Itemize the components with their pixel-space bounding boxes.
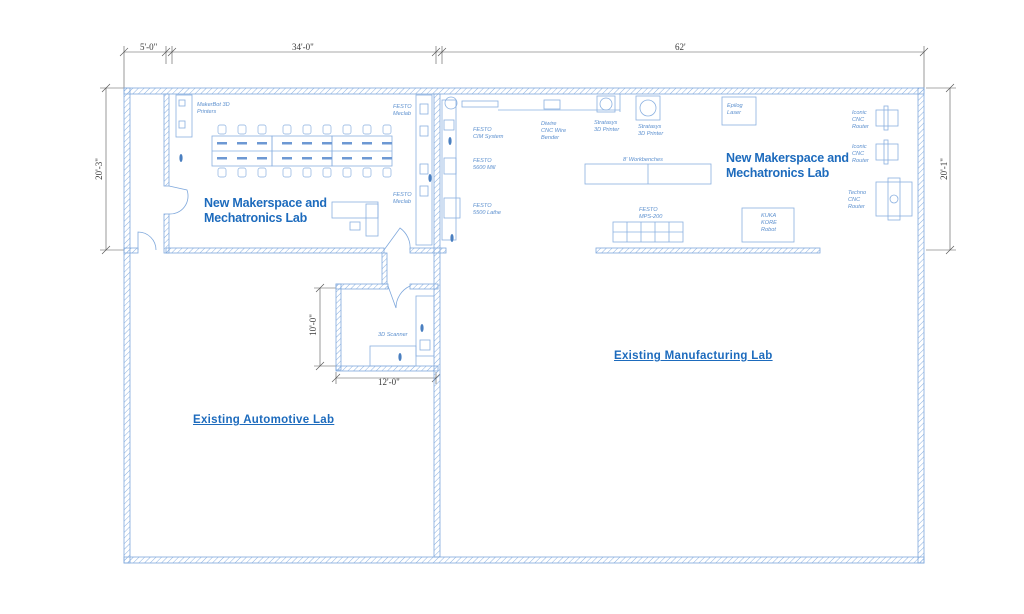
chair xyxy=(217,167,227,178)
monitor xyxy=(282,157,292,160)
chair xyxy=(322,124,332,135)
room-label-manufacturing: Existing Manufacturing Lab xyxy=(614,350,773,362)
chair xyxy=(257,167,267,178)
chair xyxy=(237,167,247,178)
chair xyxy=(382,167,392,178)
person-marker xyxy=(450,234,454,242)
monitor xyxy=(362,157,372,160)
monitor xyxy=(217,157,227,160)
dimension-right-height: 20'-1" xyxy=(938,158,949,180)
label-festo-mill: FESTO 5600 Mill xyxy=(473,158,496,171)
person-marker xyxy=(398,353,402,361)
monitor xyxy=(322,157,332,160)
dimension-top-right: 62' xyxy=(675,42,686,52)
monitor xyxy=(302,157,312,160)
person-markers xyxy=(179,137,454,361)
label-makerbot: MakerBot 3D Printers xyxy=(197,102,230,115)
label-scanner: 3D Scanner xyxy=(378,332,408,338)
dimension-scanner-height: 10'-0" xyxy=(307,314,318,336)
label-festo-cim: FESTO CIM System xyxy=(473,127,504,140)
label-techno: Techno CNC Router xyxy=(848,190,867,210)
chair xyxy=(237,124,247,135)
chair xyxy=(257,124,267,135)
label-festo-meclab-1: FESTO Meclab xyxy=(393,104,412,117)
monitor xyxy=(362,142,372,145)
chair xyxy=(362,124,372,135)
exterior-walls xyxy=(123,87,925,564)
chair xyxy=(282,167,292,178)
monitor xyxy=(237,157,247,160)
monitor xyxy=(217,142,227,145)
person-marker xyxy=(428,174,432,182)
chair xyxy=(382,124,392,135)
interior-walls xyxy=(123,93,821,558)
label-kuka: KUKA KORE Robot xyxy=(761,213,777,233)
label-iconic-2: Iconic CNC Router xyxy=(852,144,869,164)
label-workbenches: 8' Workbenches xyxy=(623,157,663,163)
room-label-automotive: Existing Automotive Lab xyxy=(193,414,335,426)
chair xyxy=(217,124,227,135)
chair xyxy=(342,124,352,135)
label-diwire: Diwire CNC Wire Bender xyxy=(541,121,567,141)
monitor xyxy=(342,157,352,160)
chair xyxy=(302,167,312,178)
dimension-lines xyxy=(100,46,956,384)
chair xyxy=(322,167,332,178)
label-festo-mps: FESTO MPS-200 xyxy=(639,207,663,220)
monitor xyxy=(237,142,247,145)
chair xyxy=(282,124,292,135)
person-marker xyxy=(420,324,424,332)
chair xyxy=(362,167,372,178)
chair xyxy=(302,124,312,135)
monitor xyxy=(282,142,292,145)
label-festo-lathe: FESTO 5500 Lathe xyxy=(473,203,501,216)
monitor xyxy=(302,142,312,145)
monitor xyxy=(342,142,352,145)
dimension-top-middle: 34'-0" xyxy=(292,42,314,52)
monitor xyxy=(382,157,392,160)
chairs xyxy=(217,124,392,178)
label-iconic-1: Iconic CNC Router xyxy=(852,110,869,130)
monitor xyxy=(257,157,267,160)
doors xyxy=(137,185,411,309)
monitor xyxy=(322,142,332,145)
label-festo-meclab-2: FESTO Meclab xyxy=(393,192,412,205)
dimension-top-left: 5'-0" xyxy=(140,42,158,52)
room-label-makerspace-west: New Makerspace and Mechatronics Lab xyxy=(204,196,327,225)
label-stratasys-1: Stratasys 3D Printer xyxy=(594,120,620,133)
equipment-outlines xyxy=(175,94,913,367)
monitor xyxy=(382,142,392,145)
person-marker xyxy=(448,137,452,145)
room-label-makerspace-east: New Makerspace and Mechatronics Lab xyxy=(726,151,849,180)
person-marker xyxy=(179,154,183,162)
monitor xyxy=(257,142,267,145)
dimension-scanner-width: 12'-0" xyxy=(378,377,400,387)
label-stratasys-2: Stratasys 3D Printer xyxy=(638,124,664,137)
dimension-left-height: 20'-3" xyxy=(93,158,104,180)
label-epilog: Epilog Laser xyxy=(727,103,743,116)
chair xyxy=(342,167,352,178)
monitors xyxy=(217,142,392,160)
